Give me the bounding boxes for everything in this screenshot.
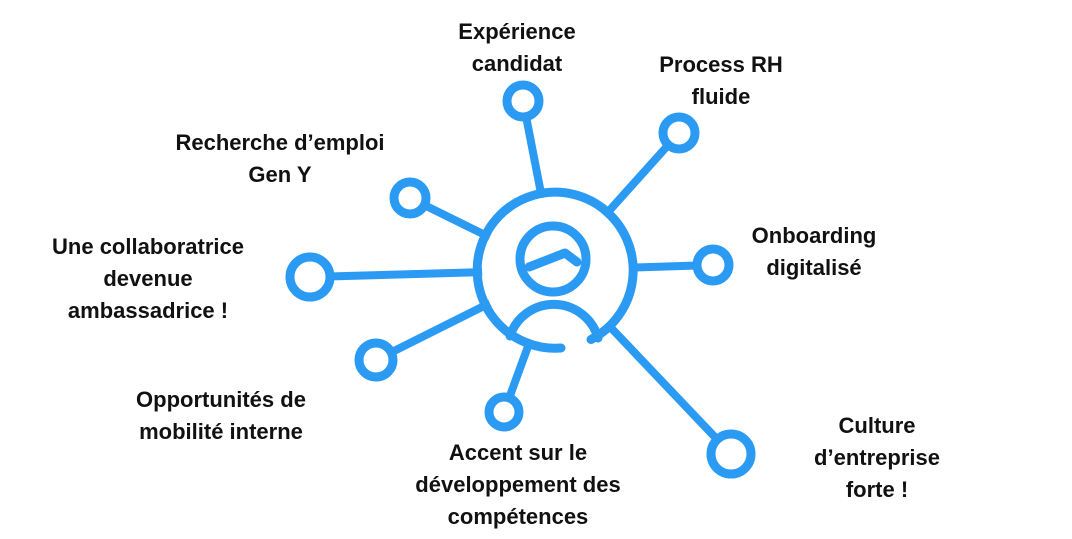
label-line: Process RH	[659, 52, 783, 77]
node-circle-mobilite	[354, 338, 398, 382]
node-circle-onboarding	[692, 244, 734, 286]
label-line: fluide	[691, 84, 751, 109]
label-line: digitalisé	[766, 255, 862, 280]
label-line: compétences	[447, 504, 589, 529]
label-line: Culture	[838, 413, 916, 438]
label-line: Gen Y	[248, 162, 312, 187]
label-line: d’entreprise	[814, 445, 940, 470]
label-line: mobilité interne	[139, 419, 303, 444]
node-label-onboarding: Onboarding digitalisé	[752, 220, 877, 284]
node-label-mobilite: Opportunités de mobilité interne	[136, 384, 306, 448]
node-label-process: Process RH fluide	[659, 49, 783, 113]
node-circle-experience	[502, 80, 544, 122]
node-circle-accent	[484, 392, 524, 432]
node-label-accent: Accent sur le développement des compétence…	[415, 437, 620, 533]
hub-fill	[482, 196, 630, 344]
label-line: Accent sur le	[448, 440, 588, 465]
label-line: Expérience	[458, 19, 576, 44]
label-line: devenue	[103, 266, 193, 291]
node-circle-culture	[706, 429, 756, 479]
node-circle-collab	[285, 252, 335, 302]
label-line: ambassadrice !	[67, 298, 229, 323]
node-label-culture: Culture d’entreprise forte !	[814, 410, 940, 506]
node-label-collab: Une collaboratrice devenue ambassadrice !	[52, 231, 244, 327]
label-line: Opportunités de	[136, 387, 306, 412]
node-circle-recherche	[389, 177, 431, 219]
node-circle-process	[658, 112, 700, 154]
label-line: Une collaboratrice	[52, 234, 244, 259]
label-line: Onboarding	[751, 223, 877, 248]
label-line: candidat	[471, 51, 563, 76]
user-profile-icon	[505, 221, 603, 343]
label-line: forte !	[845, 477, 909, 502]
label-line: développement des	[415, 472, 621, 497]
label-line: Recherche d’emploi	[175, 130, 385, 155]
hub-ring	[472, 187, 638, 353]
node-label-experience: Expérience candidat	[458, 16, 575, 80]
